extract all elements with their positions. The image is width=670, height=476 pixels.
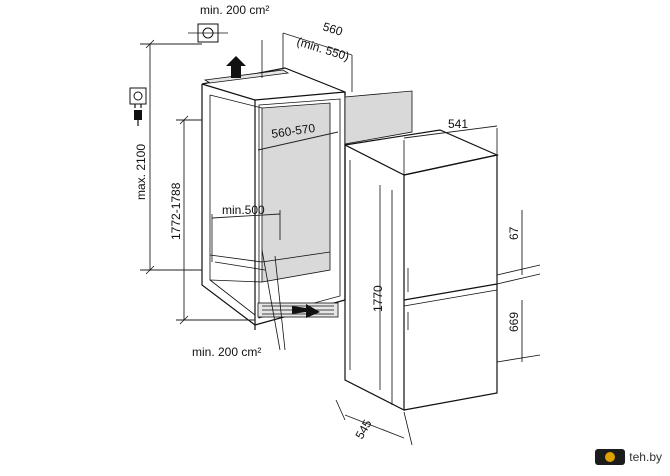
vent-top-label: min. 200 cm²: [200, 3, 269, 17]
vent-icon: [188, 23, 228, 43]
socket-icon: [129, 87, 147, 105]
dimension-lines: [140, 32, 541, 446]
gap-height-label: 67: [507, 226, 521, 240]
teh-logo-icon: [595, 449, 626, 465]
airflow-up-arrow-icon: [226, 56, 246, 78]
niche-height-label: 1772-1788: [169, 182, 183, 240]
niche-depth-min-label: (min. 550): [295, 34, 351, 63]
refrigerator: [344, 128, 499, 411]
plug-icon: [134, 104, 142, 126]
watermark: teh.by: [595, 449, 662, 465]
cabinet-door-panel: [344, 90, 413, 145]
max-height-label: max. 2100: [134, 144, 148, 200]
min-depth-label: min.500: [222, 203, 265, 217]
niche-width-label: 560-570: [270, 121, 316, 141]
airflow-in-arrow-icon: [292, 304, 320, 318]
watermark-text: teh.by: [629, 450, 662, 464]
niche-depth-label: 560: [321, 19, 345, 38]
niche-cabinet: [201, 67, 346, 330]
vent-bottom-label: min. 200 cm²: [192, 345, 261, 359]
appliance-height-label: 1770: [371, 285, 385, 312]
appliance-depth-label: 545: [352, 417, 374, 442]
freezer-height-label: 669: [507, 312, 521, 332]
appliance-width-label: 541: [448, 117, 468, 131]
